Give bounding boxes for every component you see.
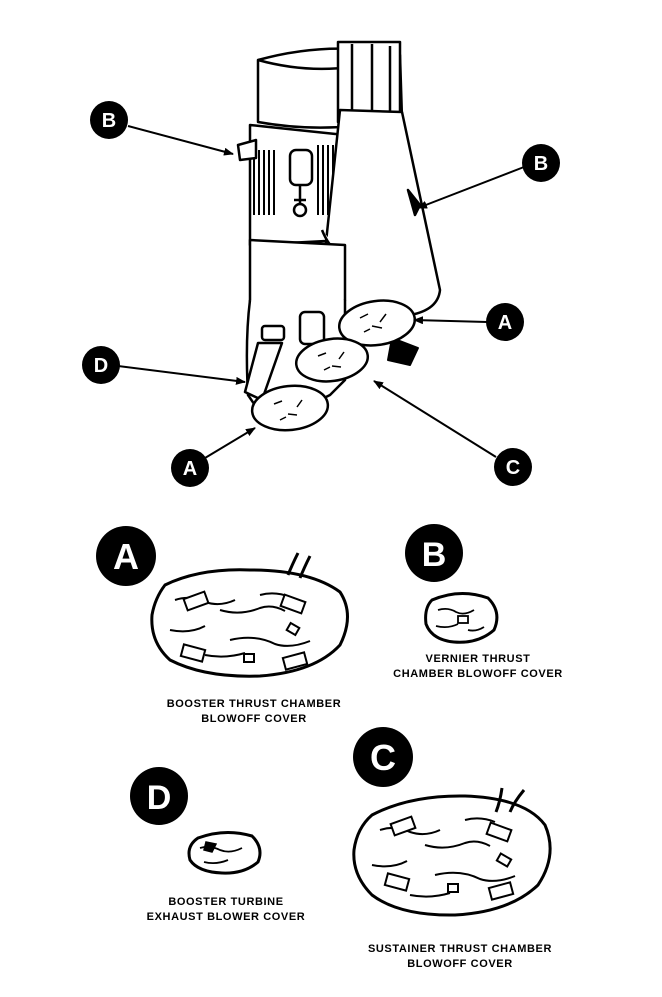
caption-line: BOOSTER TURBINE [168, 896, 284, 908]
leader-arrow-d-left [117, 365, 246, 385]
caption-line: CHAMBER BLOWOFF COVER [393, 668, 563, 680]
booster-thrust-cover-illustration [150, 552, 349, 678]
callout-letter: C [506, 457, 520, 479]
callout-letter: A [498, 312, 512, 334]
caption-vernier-thrust-chamber: VERNIER THRUST CHAMBER BLOWOFF COVER [368, 652, 588, 682]
detail-badge-c: C [353, 727, 413, 787]
callout-badge-c-lower: C [494, 448, 532, 486]
caption-line: VERNIER THRUST [425, 653, 531, 665]
callout-letter: B [534, 153, 548, 175]
callout-badge-a-lower: A [171, 449, 209, 487]
caption-sustainer-thrust-chamber: SUSTAINER THRUST CHAMBER BLOWOFF COVER [350, 942, 570, 972]
caption-line: BLOWOFF COVER [201, 713, 307, 725]
engine-assembly-illustration [236, 40, 442, 432]
caption-line: SUSTAINER THRUST CHAMBER [367, 943, 553, 955]
callout-letter: D [94, 355, 108, 377]
caption-booster-thrust-chamber: BOOSTER THRUST CHAMBER BLOWOFF COVER [144, 697, 364, 727]
detail-badge-a: A [96, 526, 156, 586]
caption-booster-turbine-exhaust: BOOSTER TURBINE EXHAUST BLOWER COVER [116, 895, 336, 925]
detail-letter: D [147, 779, 172, 817]
caption-line: EXHAUST BLOWER COVER [146, 911, 306, 923]
callout-letter: B [102, 110, 116, 132]
vernier-thrust-cover-illustration [424, 592, 499, 644]
leader-arrows [117, 125, 525, 459]
detail-letter: C [370, 737, 396, 778]
detail-badge-b: B [405, 524, 463, 582]
leader-arrow-a-right [413, 316, 488, 325]
detail-badge-d: D [130, 767, 188, 825]
booster-turbine-cover-illustration [187, 831, 262, 875]
callout-letter: A [183, 458, 197, 480]
sustainer-thrust-cover-illustration [352, 787, 552, 917]
leader-arrow-a-lower [204, 427, 256, 459]
leader-arrow-c-lower [373, 380, 497, 458]
callout-badge-b-upper-left: B [90, 101, 128, 139]
caption-line: BLOWOFF COVER [407, 958, 513, 970]
leader-arrow-b-right [417, 166, 525, 209]
detail-letter: B [422, 536, 447, 574]
detail-letter: A [113, 536, 139, 577]
leader-arrow-b-left [127, 125, 234, 156]
caption-line: BOOSTER THRUST CHAMBER [166, 698, 342, 710]
callout-badge-a-right: A [486, 303, 524, 341]
callout-badge-d-left: D [82, 346, 120, 384]
callout-badge-b-upper-right: B [522, 144, 560, 182]
